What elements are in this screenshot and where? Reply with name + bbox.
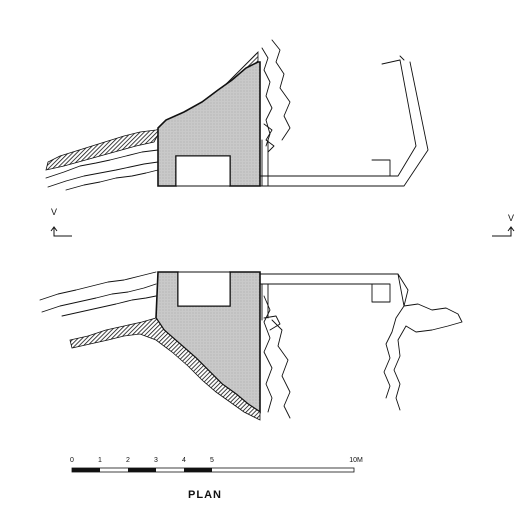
upper-contour-2 (47, 161, 159, 188)
scale-tick-label: 0 (70, 457, 74, 464)
north-arrow-left-label: V (51, 207, 57, 217)
upper-cliff-3 (263, 123, 275, 153)
upper-room (175, 155, 231, 187)
scale-tick-label: 1 (98, 457, 102, 464)
lower-right-rock (383, 303, 463, 411)
lower-cliff-3 (263, 315, 281, 331)
lower-door-jamb (261, 283, 269, 321)
upper-plan (45, 39, 429, 191)
scale-tick-label: 5 (210, 457, 214, 464)
lower-plan (39, 271, 463, 421)
lower-cliff-2 (271, 319, 291, 419)
north-arrow-right-icon (492, 226, 515, 237)
scale-bar-segment (128, 468, 156, 472)
upper-masonry-body (157, 61, 261, 187)
scale-tick-label: 10M (349, 457, 363, 464)
scale-bar-outline (71, 467, 355, 473)
lower-contour-3 (61, 295, 157, 317)
plan-title: PLAN (188, 489, 222, 501)
lower-contour-2 (41, 283, 157, 313)
upper-door-jamb (261, 139, 269, 187)
upper-contour-1 (45, 149, 159, 179)
lower-contour-1 (39, 271, 157, 301)
north-arrow-right-label: V (508, 213, 514, 223)
upper-corridor (259, 59, 429, 187)
upper-contour-3 (65, 169, 159, 191)
scale-tick-label: 4 (182, 457, 186, 464)
scale-tick-label: 2 (126, 457, 130, 464)
lower-room (177, 271, 231, 307)
scale-bar-segment (72, 468, 100, 472)
upper-corridor-end (381, 55, 405, 65)
lower-corridor (257, 273, 409, 307)
scale-bar-segment (184, 468, 212, 472)
north-arrow-left-icon (50, 226, 72, 237)
north-arrow-left: V (50, 207, 72, 237)
scale-bar: 0 1 2 3 4 5 10M (70, 457, 363, 473)
upper-cliff-2 (271, 39, 291, 141)
lower-rock-hatch (69, 317, 261, 421)
scale-tick-label: 3 (154, 457, 158, 464)
upper-cliff-1 (261, 47, 273, 147)
north-arrow-right: V (492, 213, 515, 237)
